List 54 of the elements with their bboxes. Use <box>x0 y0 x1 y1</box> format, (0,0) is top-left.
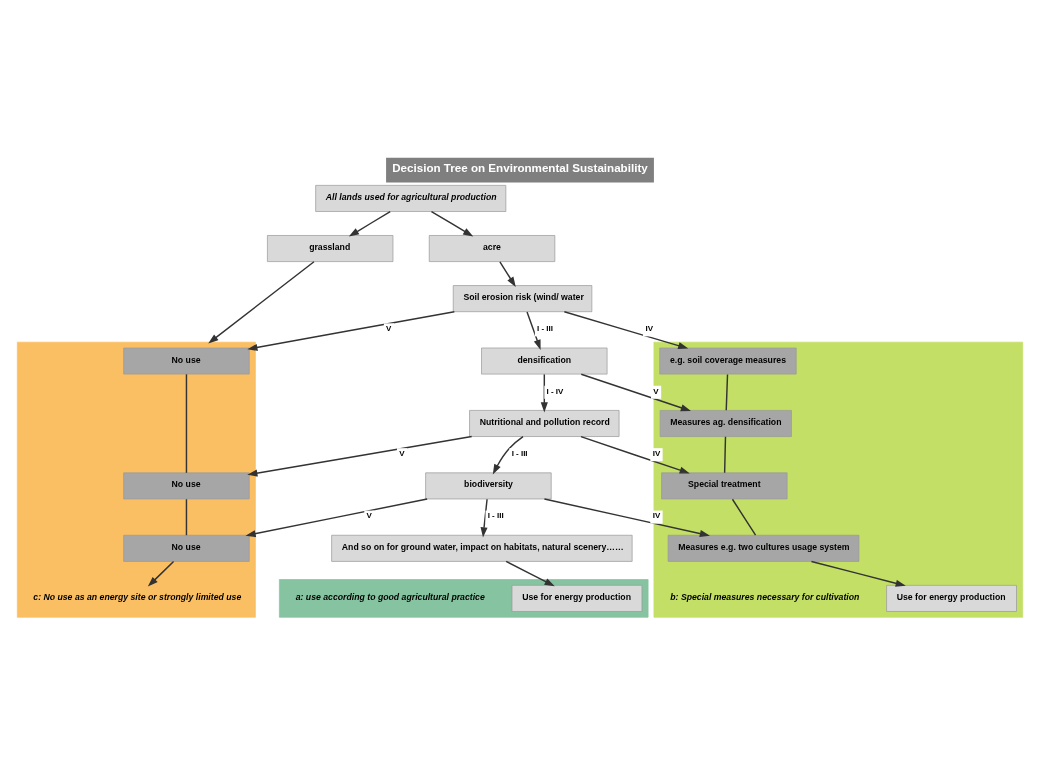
arrow <box>526 311 541 350</box>
node-box: No use <box>123 534 250 562</box>
arrow <box>208 261 315 344</box>
node-box: biodiversity <box>425 472 552 500</box>
arrow <box>499 261 516 288</box>
node-box: Measures e.g. two cultures usage system <box>667 534 860 562</box>
arrow <box>580 373 691 412</box>
node-text: c: No use as an energy site or strongly limited use <box>33 591 242 602</box>
arrow <box>543 498 710 537</box>
diagram-title: Decision Tree on Environmental Sustainability <box>392 161 648 175</box>
edge-label: I - IV <box>546 386 564 396</box>
connector <box>723 436 727 474</box>
edge-label: V <box>386 324 392 334</box>
node-box: Use for energy production <box>886 585 1017 612</box>
edge-label: I - III <box>487 511 504 521</box>
edge-label: IV <box>652 511 661 521</box>
connector <box>185 498 188 536</box>
node-box: Nutritional and pollution record <box>469 410 620 437</box>
node-box: acre <box>428 235 556 262</box>
edge-label: V <box>366 511 372 521</box>
arrow <box>563 311 689 350</box>
node-box: Special treatment <box>661 472 788 500</box>
arrow <box>348 210 391 237</box>
node-box: No use <box>123 472 250 500</box>
arrow <box>580 435 690 474</box>
node-box: Measures ag. densification <box>659 410 792 437</box>
node-box: And so on for ground water, impact on habitats, natural scenery…… <box>331 534 633 562</box>
arrow <box>147 560 175 587</box>
node-box: All lands used for agricultural production <box>315 185 507 212</box>
connector <box>725 373 729 412</box>
node-box: e.g. soil coverage measures <box>659 347 797 375</box>
edge-label: V <box>653 386 659 396</box>
node-text: a: use according to good agricultural practice <box>295 591 485 602</box>
edge-label: I - III <box>511 449 528 458</box>
node-box: Use for energy production <box>511 585 643 612</box>
arrow <box>430 210 474 237</box>
connector <box>185 373 188 474</box>
arrow <box>247 311 456 351</box>
edge-label: I - III <box>537 324 553 334</box>
edge-label: IV <box>652 449 661 458</box>
arrow <box>247 435 473 477</box>
edge-label: V <box>399 449 405 458</box>
arrow <box>492 435 524 475</box>
node-box: Soil erosion risk (wind/ water <box>452 285 593 313</box>
connector <box>731 498 757 536</box>
arrow <box>810 560 906 587</box>
node-box: densification <box>481 347 608 375</box>
node-box: grassland <box>267 235 394 262</box>
node-text: b: Special measures necessary for cultivation <box>670 591 860 602</box>
arrow <box>540 373 548 413</box>
arrow <box>480 498 488 538</box>
edge-label: IV <box>645 324 654 334</box>
arrow <box>245 498 428 538</box>
node-box: No use <box>123 347 250 375</box>
